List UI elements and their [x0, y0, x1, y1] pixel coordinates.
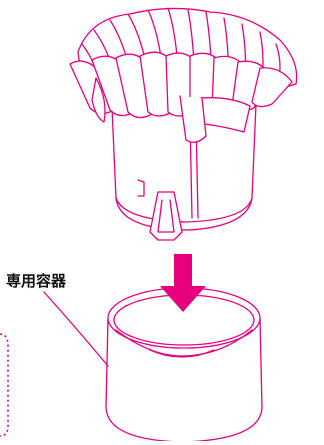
label-leader-line — [44, 292, 108, 366]
dedicated-container — [106, 288, 262, 441]
container-label: 専用容器 — [6, 270, 66, 291]
dotted-bracket — [0, 334, 8, 436]
folded-filter — [70, 8, 297, 142]
